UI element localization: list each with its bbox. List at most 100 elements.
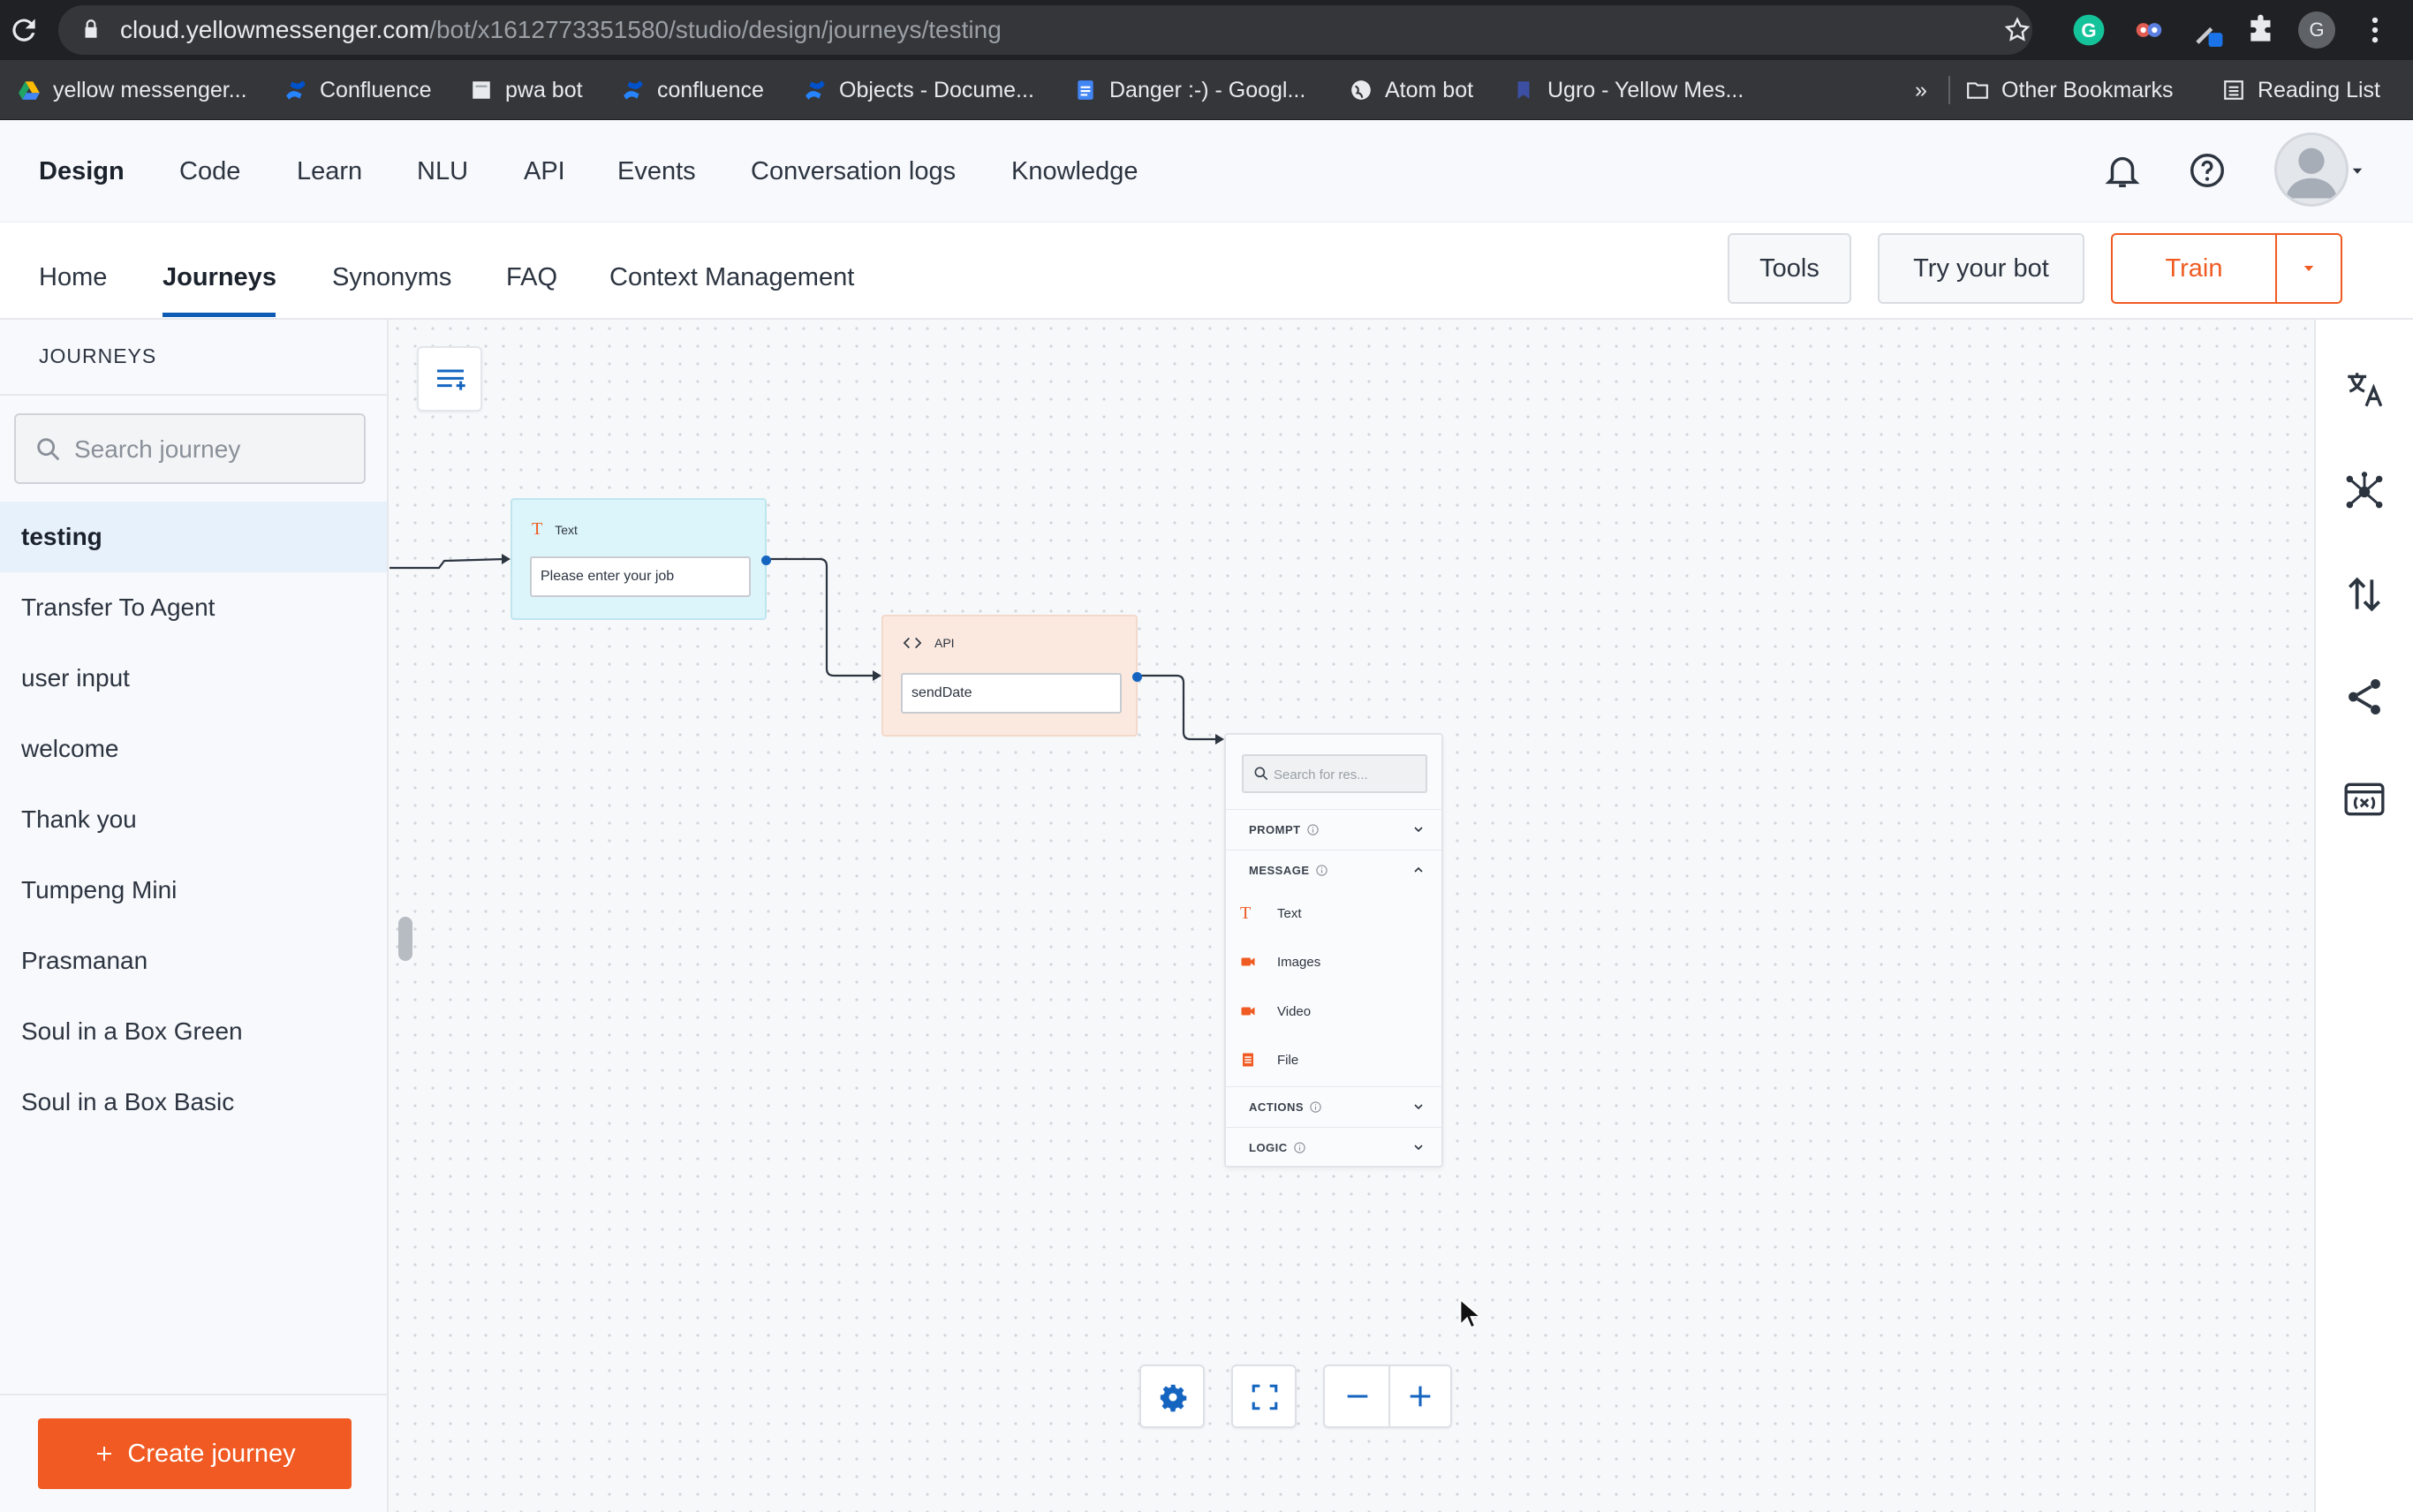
bookmark-danger[interactable]: Danger :-) - Googl... bbox=[1074, 76, 1305, 104]
journey-item-soul-in-a-box-green[interactable]: Soul in a Box Green bbox=[21, 1017, 243, 1045]
journey-item-testing[interactable]: testing bbox=[0, 502, 387, 572]
file-icon bbox=[1243, 1053, 1253, 1067]
sort-arrows-icon[interactable] bbox=[2342, 572, 2387, 616]
bookmark-pwa-bot[interactable]: pwa bot bbox=[470, 76, 583, 104]
journey-item-prasmanan[interactable]: Prasmanan bbox=[21, 947, 148, 974]
help-icon[interactable] bbox=[2187, 150, 2228, 191]
topnav-learn[interactable]: Learn bbox=[297, 157, 363, 185]
tab-journeys[interactable]: Journeys bbox=[163, 263, 276, 291]
journey-item-soul-in-a-box-basic[interactable]: Soul in a Box Basic bbox=[21, 1088, 235, 1115]
extension-pen-icon[interactable] bbox=[2190, 13, 2224, 47]
tools-button[interactable]: Tools bbox=[1728, 233, 1851, 304]
picker-section-message[interactable]: MESSAGE bbox=[1226, 850, 1441, 890]
try-your-bot-button[interactable]: Try your bot bbox=[1878, 233, 2084, 304]
journey-search-input[interactable] bbox=[74, 433, 348, 466]
journey-item-welcome[interactable]: welcome bbox=[21, 735, 119, 762]
text-node-header: T Text bbox=[532, 519, 578, 540]
text-type-icon: T bbox=[532, 519, 543, 539]
translate-icon[interactable] bbox=[2342, 367, 2387, 412]
api-node-output-port[interactable] bbox=[1132, 672, 1142, 682]
text-node-output-port[interactable] bbox=[761, 556, 771, 565]
api-node-value[interactable]: sendDate bbox=[901, 673, 1122, 714]
picker-item-video[interactable]: Video bbox=[1240, 998, 1311, 1024]
journey-item-thank-you[interactable]: Thank you bbox=[21, 805, 137, 833]
star-icon[interactable] bbox=[2003, 16, 2031, 44]
picker-search-input[interactable] bbox=[1274, 765, 1422, 784]
tab-faq[interactable]: FAQ bbox=[506, 263, 558, 291]
url-text: cloud.yellowmessenger.com/bot/x161277335… bbox=[120, 16, 1002, 44]
bookmark-label: pwa bot bbox=[505, 77, 583, 102]
active-tab-indicator bbox=[163, 313, 276, 317]
avatar-caret-icon[interactable] bbox=[2349, 163, 2365, 178]
add-node-button[interactable] bbox=[417, 346, 482, 412]
other-bookmarks[interactable]: Other Bookmarks bbox=[1966, 76, 2174, 104]
journey-item-user-input[interactable]: user input bbox=[21, 664, 130, 692]
bookmark-confluence-1[interactable]: Confluence bbox=[284, 76, 431, 104]
journey-search-box[interactable] bbox=[14, 413, 366, 484]
extension-eyes-icon[interactable] bbox=[2132, 13, 2166, 47]
lock-icon bbox=[85, 19, 97, 38]
images-icon bbox=[1241, 957, 1255, 966]
topnav-api[interactable]: API bbox=[524, 157, 565, 185]
bookmark-atom-bot[interactable]: Atom bot bbox=[1350, 76, 1473, 104]
train-button-group: Train bbox=[2111, 233, 2342, 304]
bookmarks-overflow[interactable]: » bbox=[1915, 77, 1927, 102]
train-button[interactable]: Train bbox=[2113, 235, 2277, 302]
variables-icon[interactable] bbox=[2342, 777, 2387, 821]
bookmark-yellow-messenger[interactable]: yellow messenger... bbox=[18, 76, 247, 104]
text-node[interactable]: T Text Please enter your job bbox=[511, 498, 771, 620]
chevron-down-icon bbox=[1414, 1145, 1423, 1151]
topnav-knowledge[interactable]: Knowledge bbox=[1011, 157, 1138, 185]
network-icon[interactable] bbox=[2342, 470, 2387, 514]
canvas-settings-button[interactable] bbox=[1139, 1365, 1205, 1428]
tab-home[interactable]: Home bbox=[39, 263, 108, 291]
logic-section-text: LOGIC bbox=[1249, 1141, 1288, 1154]
browser-toolbar: cloud.yellowmessenger.com/bot/x161277335… bbox=[0, 0, 2413, 60]
puzzle-icon[interactable] bbox=[2245, 13, 2279, 47]
topnav-code[interactable]: Code bbox=[179, 157, 241, 185]
topnav-nlu[interactable]: NLU bbox=[417, 157, 469, 185]
minus-icon bbox=[1347, 1395, 1368, 1398]
bookmark-objects[interactable]: Objects - Docume... bbox=[804, 76, 1034, 104]
train-dropdown-button[interactable] bbox=[2277, 235, 2341, 302]
zoom-out-button[interactable] bbox=[1325, 1366, 1388, 1426]
api-node[interactable]: API sendDate bbox=[881, 615, 1142, 737]
journey-item-transfer-to-agent[interactable]: Transfer To Agent bbox=[21, 593, 216, 621]
section-label: MESSAGE bbox=[1249, 864, 1328, 877]
picker-item-file[interactable]: File bbox=[1240, 1047, 1298, 1073]
reading-list[interactable]: Reading List bbox=[2222, 76, 2380, 104]
bookmark-ugro[interactable]: Ugro - Yellow Mes... bbox=[1512, 76, 1744, 104]
sidebar-footer-divider bbox=[0, 1394, 387, 1395]
bookmark-confluence-2[interactable]: confluence bbox=[622, 76, 764, 104]
profile-avatar[interactable]: G bbox=[2298, 11, 2335, 49]
tab-context-management[interactable]: Context Management bbox=[609, 263, 855, 291]
picker-section-actions[interactable]: ACTIONS bbox=[1226, 1086, 1441, 1127]
kebab-menu-icon[interactable] bbox=[2358, 13, 2392, 47]
tab-synonyms[interactable]: Synonyms bbox=[332, 263, 452, 291]
canvas-scroll-handle[interactable] bbox=[398, 917, 412, 961]
zoom-in-button[interactable] bbox=[1390, 1366, 1450, 1426]
picker-item-images[interactable]: Images bbox=[1240, 949, 1320, 975]
grammarly-icon[interactable]: G bbox=[2072, 13, 2106, 47]
chevron-down-icon bbox=[1414, 827, 1423, 833]
create-journey-button[interactable]: Create journey bbox=[38, 1418, 352, 1489]
journey-item-tumpeng-mini[interactable]: Tumpeng Mini bbox=[21, 876, 178, 903]
picker-section-prompt[interactable]: PROMPT bbox=[1226, 809, 1441, 850]
reload-icon[interactable] bbox=[7, 13, 41, 47]
text-node-value[interactable]: Please enter your job bbox=[530, 556, 751, 597]
bell-icon[interactable] bbox=[2102, 150, 2143, 191]
topnav-events[interactable]: Events bbox=[617, 157, 696, 185]
text-type-icon: T bbox=[1240, 903, 1252, 923]
user-avatar[interactable] bbox=[2274, 132, 2349, 207]
fit-view-button[interactable] bbox=[1231, 1365, 1297, 1428]
address-bar[interactable]: cloud.yellowmessenger.com/bot/x161277335… bbox=[58, 5, 2032, 55]
topnav-design[interactable]: Design bbox=[39, 157, 125, 185]
picker-item-text[interactable]: T Text bbox=[1240, 900, 1302, 926]
picker-search-box[interactable] bbox=[1242, 754, 1427, 793]
topnav-conversation-logs[interactable]: Conversation logs bbox=[751, 157, 957, 185]
sidebar-title: JOURNEYS bbox=[39, 344, 157, 367]
bookmark-label: Objects - Docume... bbox=[839, 77, 1034, 102]
picker-section-logic[interactable]: LOGIC bbox=[1226, 1127, 1441, 1168]
share-icon[interactable] bbox=[2342, 675, 2387, 719]
section-label: ACTIONS bbox=[1249, 1100, 1322, 1114]
